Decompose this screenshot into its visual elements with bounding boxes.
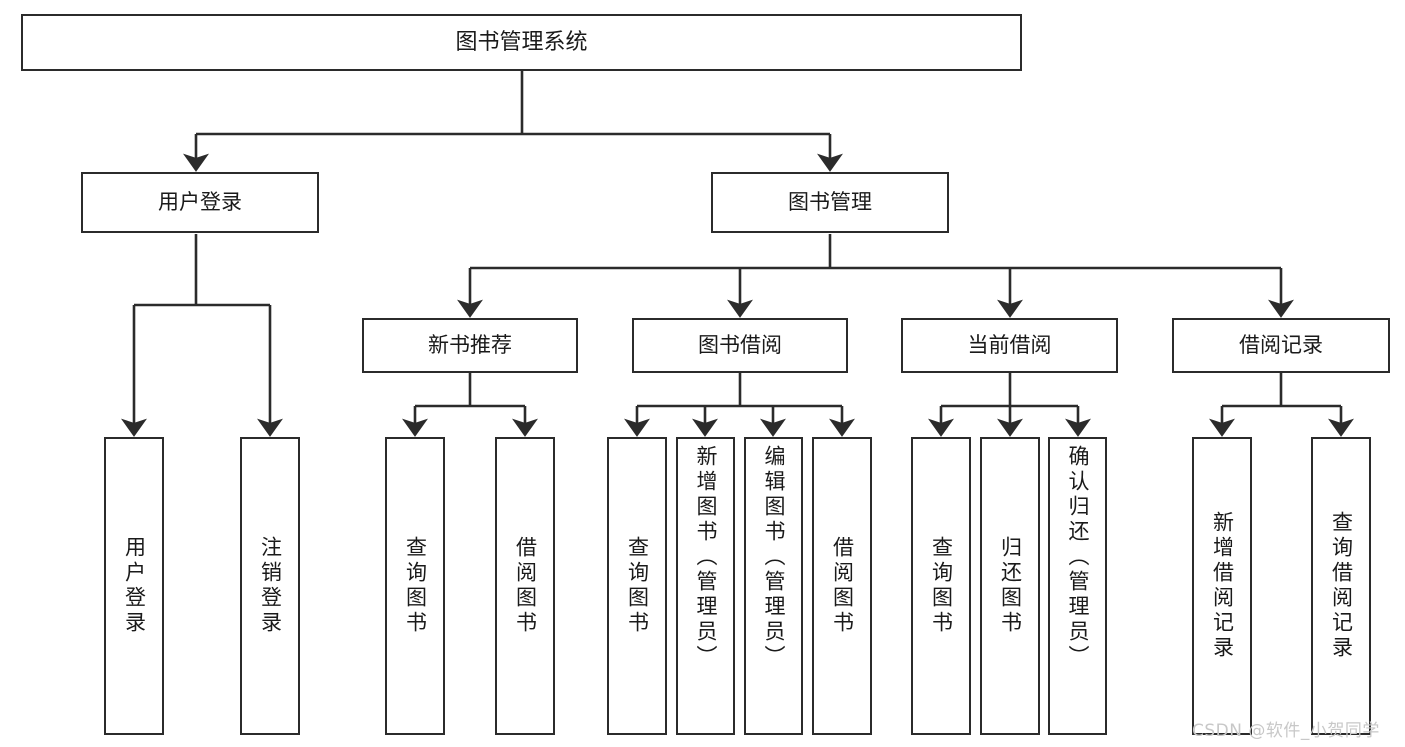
node-label: 借阅图书 bbox=[830, 536, 855, 636]
leaf-book-borrow-borrow-books[interactable]: 借阅图书 bbox=[812, 437, 872, 735]
node-label: 新书推荐 bbox=[428, 333, 512, 358]
leaf-user-login-login[interactable]: 用户登录 bbox=[104, 437, 164, 735]
node-label: 图书管理系统 bbox=[455, 29, 588, 55]
node-label: 编辑图书（管理员） bbox=[762, 445, 786, 670]
leaf-book-borrow-query-books[interactable]: 查询图书 bbox=[607, 437, 667, 735]
leaf-book-borrow-edit-book-admin[interactable]: 编辑图书（管理员） bbox=[744, 437, 803, 735]
node-book-management[interactable]: 图书管理 bbox=[711, 172, 949, 233]
node-label: 当前借阅 bbox=[967, 333, 1052, 358]
node-label: 图书管理 bbox=[788, 190, 872, 215]
node-user-login[interactable]: 用户登录 bbox=[81, 172, 319, 233]
node-label: 查询图书 bbox=[403, 536, 428, 636]
node-label: 确认归还（管理员） bbox=[1066, 445, 1090, 670]
leaf-new-book-query-books[interactable]: 查询图书 bbox=[385, 437, 445, 735]
leaf-current-borrow-return-books[interactable]: 归还图书 bbox=[980, 437, 1040, 735]
node-label: 借阅图书 bbox=[513, 536, 538, 636]
leaf-user-login-logout[interactable]: 注销登录 bbox=[240, 437, 300, 735]
node-label: 用户登录 bbox=[122, 536, 147, 636]
node-root-book-management-system[interactable]: 图书管理系统 bbox=[21, 14, 1022, 71]
leaf-current-borrow-confirm-return-admin[interactable]: 确认归还（管理员） bbox=[1048, 437, 1107, 735]
node-label: 新增图书（管理员） bbox=[694, 445, 718, 670]
node-label: 借阅记录 bbox=[1239, 333, 1323, 358]
node-book-borrowing[interactable]: 图书借阅 bbox=[632, 318, 848, 373]
node-current-borrowing[interactable]: 当前借阅 bbox=[901, 318, 1118, 373]
leaf-new-book-borrow-books[interactable]: 借阅图书 bbox=[495, 437, 555, 735]
node-label: 图书借阅 bbox=[698, 333, 782, 358]
leaf-borrow-record-query-record[interactable]: 查询借阅记录 bbox=[1311, 437, 1371, 735]
node-label: 归还图书 bbox=[998, 536, 1023, 636]
node-label: 注销登录 bbox=[258, 536, 283, 636]
node-label: 新增借阅记录 bbox=[1210, 511, 1235, 661]
node-label: 查询图书 bbox=[929, 536, 954, 636]
node-label: 用户登录 bbox=[158, 190, 242, 215]
node-new-book-recommendation[interactable]: 新书推荐 bbox=[362, 318, 578, 373]
node-label: 查询借阅记录 bbox=[1329, 511, 1354, 661]
leaf-borrow-record-add-record[interactable]: 新增借阅记录 bbox=[1192, 437, 1252, 735]
leaf-current-borrow-query-books[interactable]: 查询图书 bbox=[911, 437, 971, 735]
node-borrow-records[interactable]: 借阅记录 bbox=[1172, 318, 1390, 373]
connectors-root bbox=[121, 71, 1354, 437]
leaf-book-borrow-add-book-admin[interactable]: 新增图书（管理员） bbox=[676, 437, 735, 735]
node-label: 查询图书 bbox=[625, 536, 650, 636]
